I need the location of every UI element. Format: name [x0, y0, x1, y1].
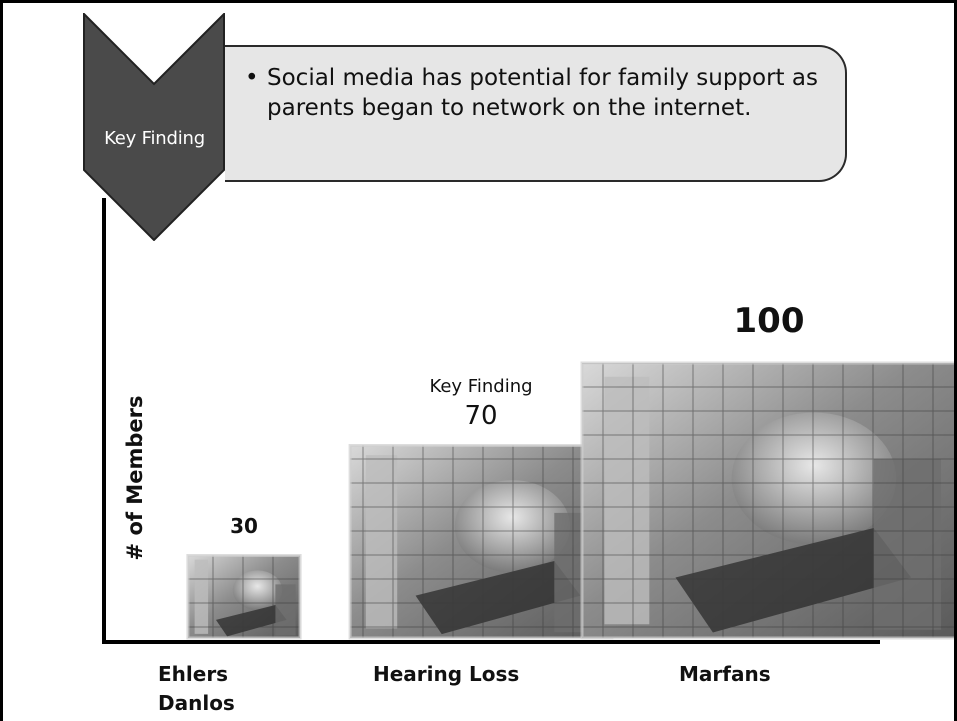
- key-finding-callout: [225, 45, 847, 182]
- y-axis-label: # of Members: [123, 395, 147, 561]
- key-finding-chevron: [83, 13, 225, 241]
- key-finding-text: • Social media has potential for family s…: [245, 63, 867, 123]
- bullet-icon: •: [245, 65, 259, 91]
- key-finding-sentence: Social media has potential for family su…: [267, 65, 818, 121]
- bar-value-label: 30: [230, 513, 258, 538]
- bar-value-label: 100: [733, 301, 805, 341]
- bar-value-label: 70: [464, 400, 498, 431]
- bar-annotation-label: Key Finding: [429, 375, 533, 397]
- bar: [348, 444, 614, 640]
- bar: [580, 361, 954, 640]
- x-tick-label: Hearing Loss: [373, 662, 520, 686]
- key-finding-chevron-label: Key Finding: [104, 128, 205, 149]
- bar-chart: [102, 198, 954, 644]
- x-tick-label: Marfans: [679, 662, 771, 686]
- bar: [186, 554, 302, 640]
